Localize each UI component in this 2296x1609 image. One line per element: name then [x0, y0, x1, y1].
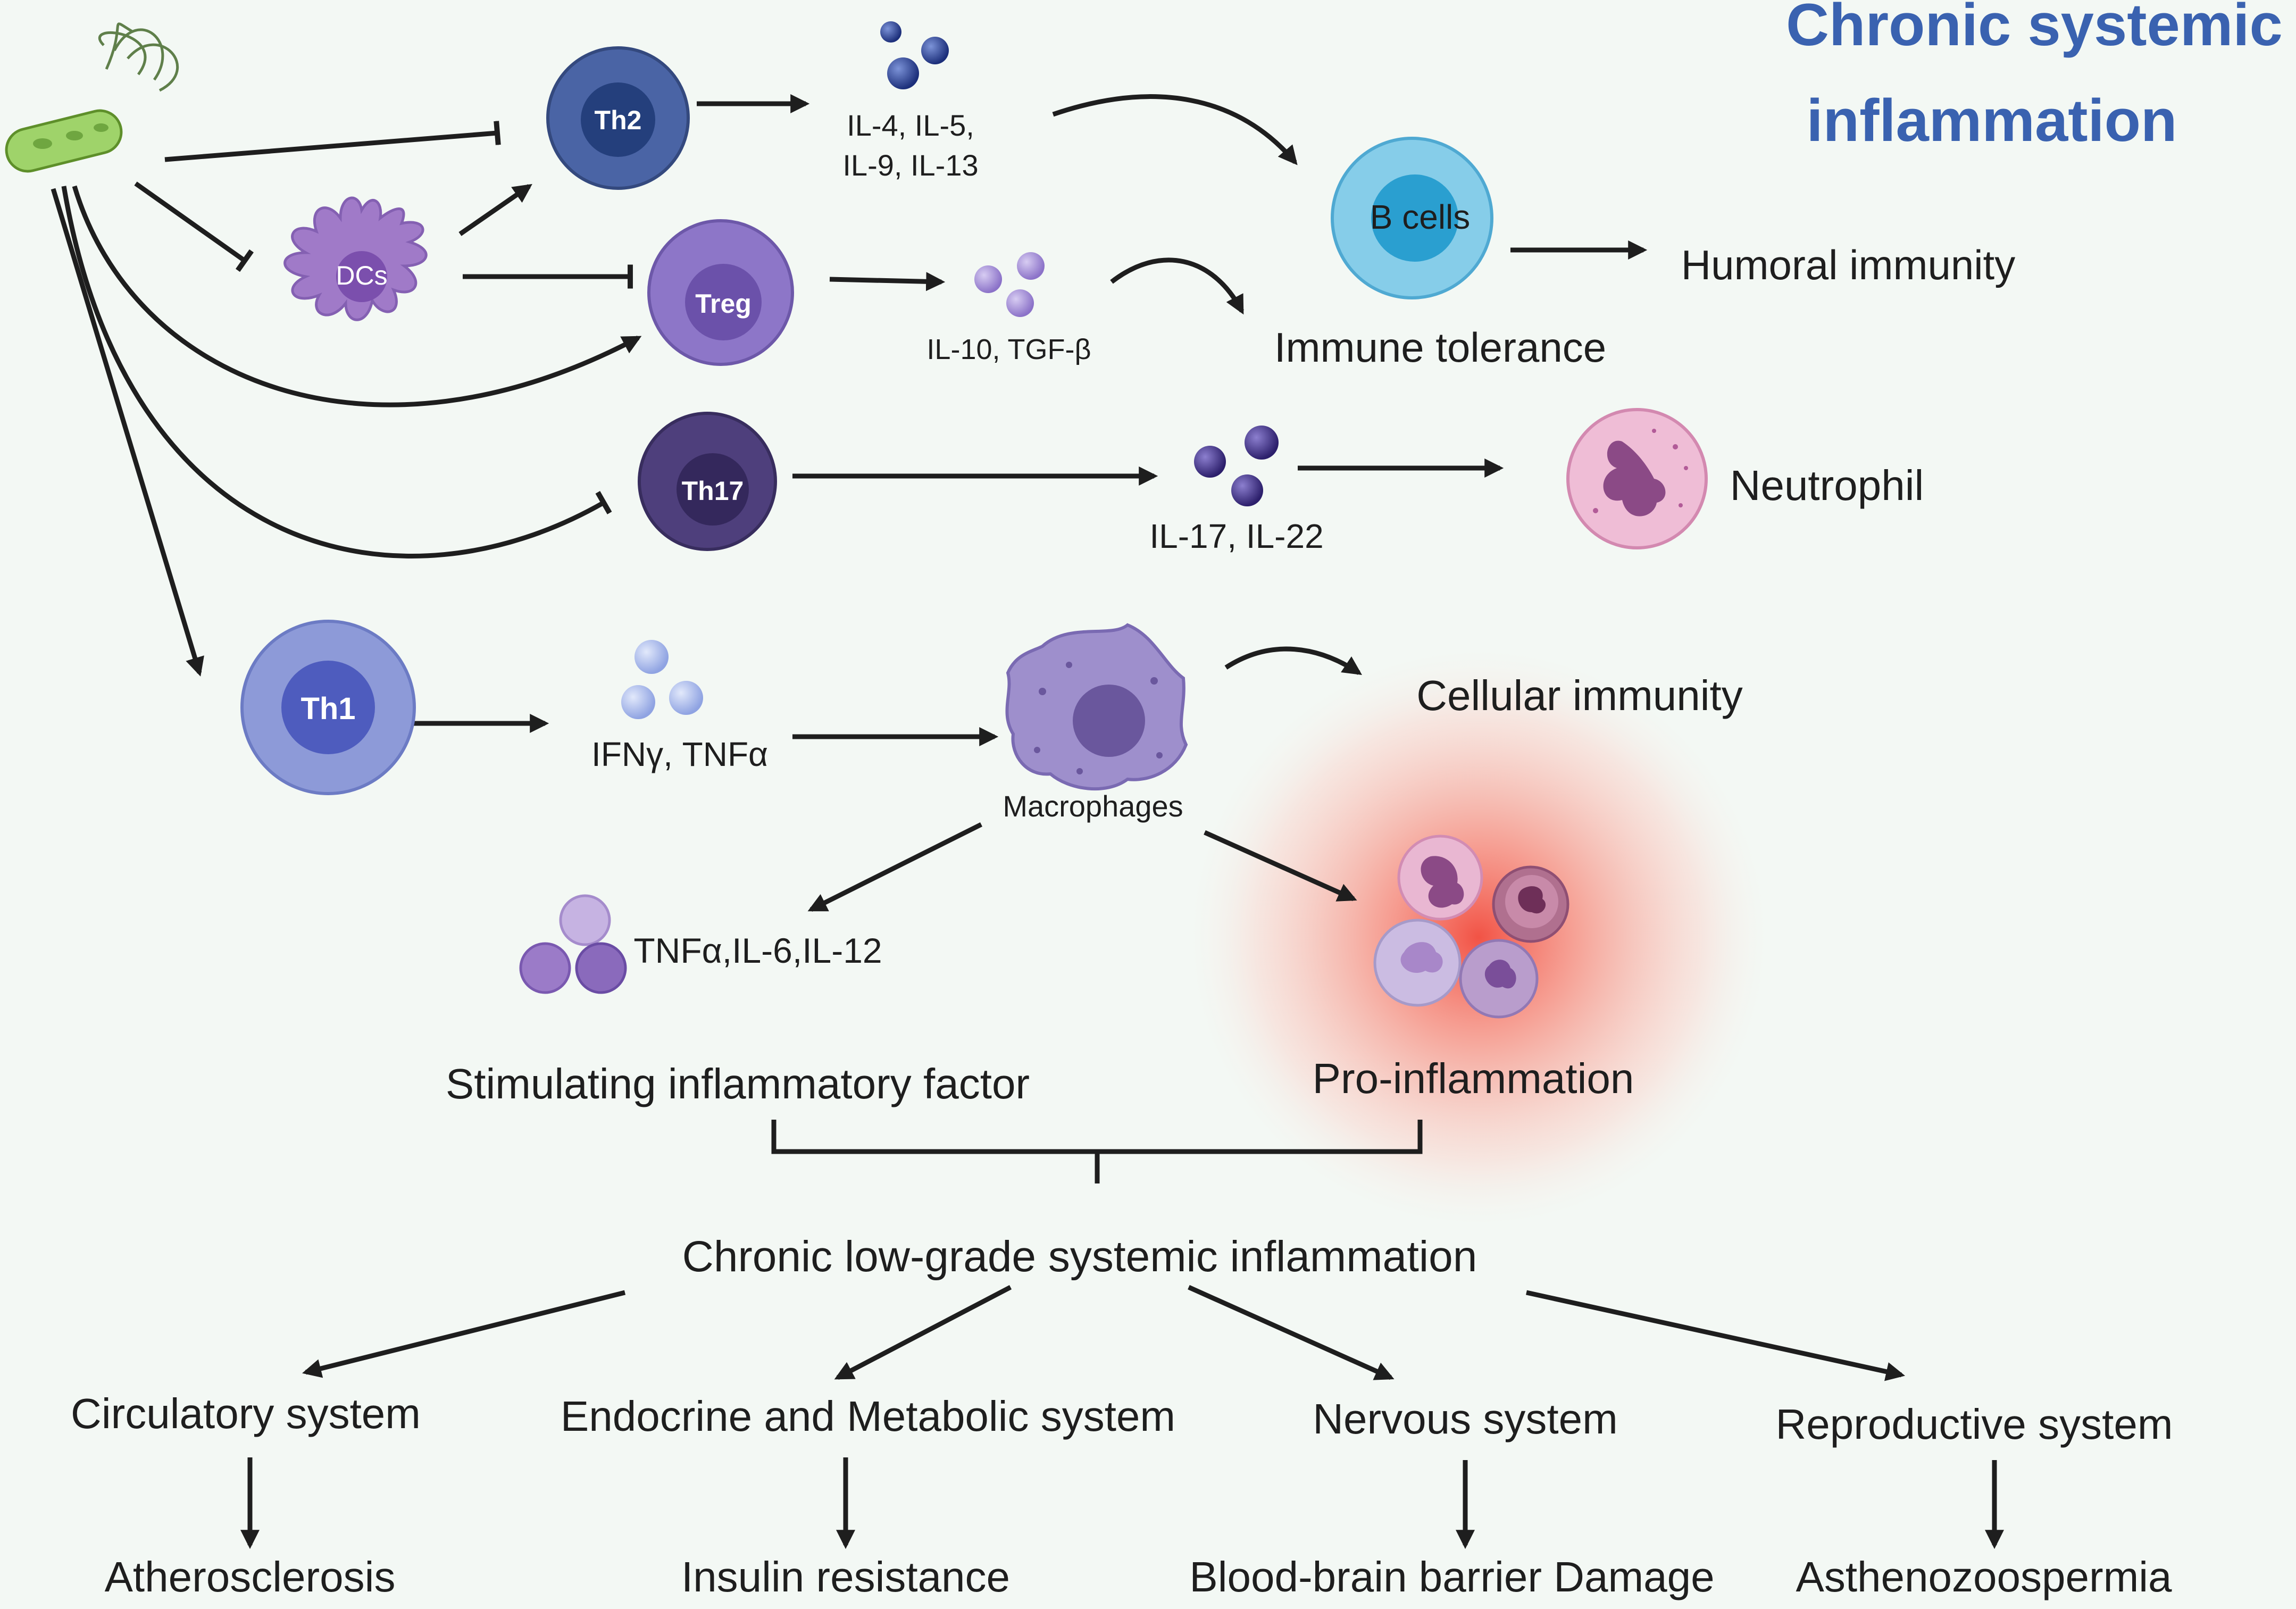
figure-title-line2: inflammation	[1807, 87, 2177, 154]
th2-cytokines-line1: IL-4, IL-5,	[847, 109, 974, 142]
bacterium-icon	[5, 22, 179, 173]
system-nervous: Nervous system	[1313, 1395, 1617, 1443]
dendritic-cell: DCs	[283, 196, 428, 321]
humoral-immunity-label: Humoral immunity	[1681, 241, 2015, 288]
treg-label: Treg	[695, 289, 752, 319]
inflammation-zone	[1181, 628, 1776, 1223]
effect-bbb-damage: Blood-brain barrier Damage	[1189, 1553, 1714, 1600]
treg-cytokine-spheres	[974, 252, 1045, 317]
system-endocrine: Endocrine and Metabolic system	[561, 1393, 1175, 1440]
th2-cytokine-spheres	[880, 21, 949, 89]
th1-cytokine-spheres	[621, 640, 703, 719]
pro-inflammation-label: Pro-inflammation	[1313, 1055, 1634, 1102]
macrophages-label: Macrophages	[1003, 789, 1183, 823]
th17-cell: Th17	[638, 412, 777, 551]
neutrophil-label: Neutrophil	[1730, 462, 1924, 509]
th2-cytokines-line2: IL-9, IL-13	[842, 148, 978, 182]
chronic-inflammation-label: Chronic low-grade systemic inflammation	[682, 1232, 1477, 1281]
cellular-immunity-label: Cellular immunity	[1416, 672, 1742, 719]
th17-label: Th17	[682, 476, 744, 506]
dcs-label: DCs	[336, 261, 387, 290]
effect-atherosclerosis: Atherosclerosis	[105, 1553, 396, 1600]
inflammatory-cells	[1373, 835, 1569, 1019]
b-cells-label: B cells	[1370, 198, 1471, 236]
figure-title-line1: Chronic systemic	[1786, 0, 2283, 58]
stimulating-factor-label: Stimulating inflammatory factor	[446, 1060, 1030, 1107]
macrophage-cell	[1005, 623, 1188, 791]
system-reproductive: Reproductive system	[1776, 1400, 2173, 1448]
th1-cell: Th1	[240, 620, 416, 795]
effect-asthenozoospermia: Asthenozoospermia	[1796, 1553, 2172, 1600]
th1-cytokines-label: IFNγ, TNFα	[591, 735, 768, 773]
b-cell: B cells	[1331, 137, 1493, 299]
system-circulatory: Circulatory system	[71, 1390, 421, 1437]
treg-cell: Treg	[647, 219, 794, 366]
th17-cytokine-spheres	[1194, 426, 1279, 506]
th17-cytokines-label: IL-17, IL-22	[1149, 517, 1323, 555]
th1-label: Th1	[300, 691, 355, 726]
effect-insulin-resistance: Insulin resistance	[681, 1553, 1010, 1600]
connector-lines	[51, 94, 2004, 1549]
immune-tolerance-label: Immune tolerance	[1274, 324, 1606, 371]
neutrophil-cell	[1566, 408, 1708, 549]
macrophage-cytokine-spheres	[519, 894, 627, 994]
th2-cell: Th2	[546, 46, 690, 190]
treg-cytokines-label: IL-10, TGF-β	[926, 334, 1091, 365]
macrophage-cytokines-label: TNFα,IL-6,IL-12	[633, 931, 882, 970]
th2-label: Th2	[595, 105, 642, 135]
